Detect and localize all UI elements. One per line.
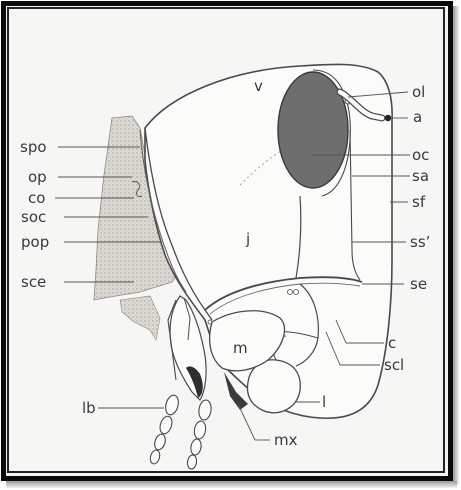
label-se: se bbox=[410, 275, 427, 293]
label-c: c bbox=[388, 334, 396, 352]
label-op: op bbox=[28, 168, 47, 186]
label-j: j bbox=[245, 230, 250, 248]
label-sa: sa bbox=[412, 167, 429, 185]
label-scl: scl bbox=[384, 356, 404, 374]
maxillary-palp bbox=[187, 399, 213, 469]
label-v: v bbox=[254, 77, 263, 95]
label-oc: oc bbox=[412, 146, 429, 164]
label-ol: ol bbox=[412, 83, 425, 101]
label-soc: soc bbox=[21, 208, 46, 226]
label-sf: sf bbox=[412, 193, 426, 211]
label-mx: mx bbox=[274, 431, 298, 449]
labial-palp bbox=[149, 394, 181, 465]
label-spo: spo bbox=[20, 138, 47, 156]
label-a: a bbox=[413, 108, 422, 126]
labrum bbox=[248, 360, 301, 413]
label-co: co bbox=[28, 189, 45, 207]
label-l: l bbox=[322, 393, 326, 411]
label-m: m bbox=[233, 339, 248, 357]
compound-eye bbox=[278, 72, 348, 188]
antenna-tip bbox=[385, 115, 391, 121]
label-pop: pop bbox=[21, 233, 49, 251]
label-lb: lb bbox=[82, 399, 96, 417]
occipital-stipple-lower bbox=[120, 296, 160, 340]
label-sce: sce bbox=[21, 273, 46, 291]
label-ss: ss’ bbox=[410, 233, 430, 251]
